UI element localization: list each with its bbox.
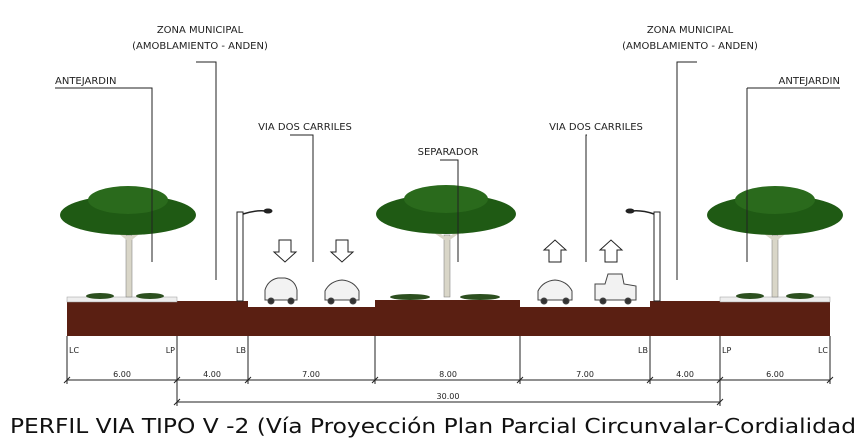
dim-antejardin-left: 6.00	[113, 370, 131, 379]
car-left-1	[264, 277, 298, 305]
mark-lp-left: LP	[166, 346, 175, 355]
tree-center	[376, 185, 516, 298]
shrubs	[86, 293, 814, 300]
dim-via-left: 7.00	[302, 370, 320, 379]
label-via-dos-carriles-left: VIA DOS CARRILES	[258, 122, 352, 133]
street-lamp-left	[236, 208, 273, 302]
leader-lines	[55, 61, 840, 280]
mark-lc-right: LC	[818, 346, 828, 355]
dim-total: 30.00	[437, 392, 460, 401]
street-lamp-right	[625, 208, 661, 302]
arrow-down-icon	[329, 239, 355, 263]
label-antejardin-right: ANTEJARDIN	[779, 76, 840, 87]
dim-zona-left: 4.00	[203, 370, 221, 379]
dimension-ticks	[63, 376, 834, 406]
arrow-up-icon	[542, 239, 568, 263]
label-amoblamiento-left: (AMOBLAMIENTO - ANDEN)	[132, 41, 268, 52]
profile-caption: PERFIL VIA TIPO V -2 (Vía Proyección Pla…	[10, 414, 856, 438]
label-zona-municipal-left: ZONA MUNICIPAL	[157, 25, 244, 36]
dim-antejardin-right: 6.00	[766, 370, 784, 379]
dim-separador: 8.00	[439, 370, 457, 379]
label-antejardin-left: ANTEJARDIN	[55, 76, 116, 87]
label-separador: SEPARADOR	[418, 147, 479, 158]
mark-lp-right: LP	[722, 346, 731, 355]
mark-lb-left: LB	[236, 346, 246, 355]
tree-right	[707, 186, 843, 298]
car-left-2	[324, 279, 360, 305]
pickup-truck-right	[594, 273, 637, 305]
tree-left	[60, 186, 196, 298]
dim-zona-right: 4.00	[676, 370, 694, 379]
soil-profile	[67, 300, 830, 336]
car-right-1	[537, 279, 573, 305]
label-via-dos-carriles-right: VIA DOS CARRILES	[549, 122, 643, 133]
arrow-up-icon	[598, 239, 624, 263]
arrow-down-icon	[272, 239, 298, 263]
label-zona-municipal-right: ZONA MUNICIPAL	[647, 25, 734, 36]
dim-via-right: 7.00	[576, 370, 594, 379]
label-amoblamiento-right: (AMOBLAMIENTO - ANDEN)	[622, 41, 758, 52]
mark-lc-left: LC	[69, 346, 79, 355]
reference-lines	[66, 336, 831, 406]
mark-lb-right: LB	[638, 346, 648, 355]
grass-left	[66, 296, 178, 303]
dimension-lines	[67, 379, 830, 403]
grass-right	[719, 296, 831, 303]
